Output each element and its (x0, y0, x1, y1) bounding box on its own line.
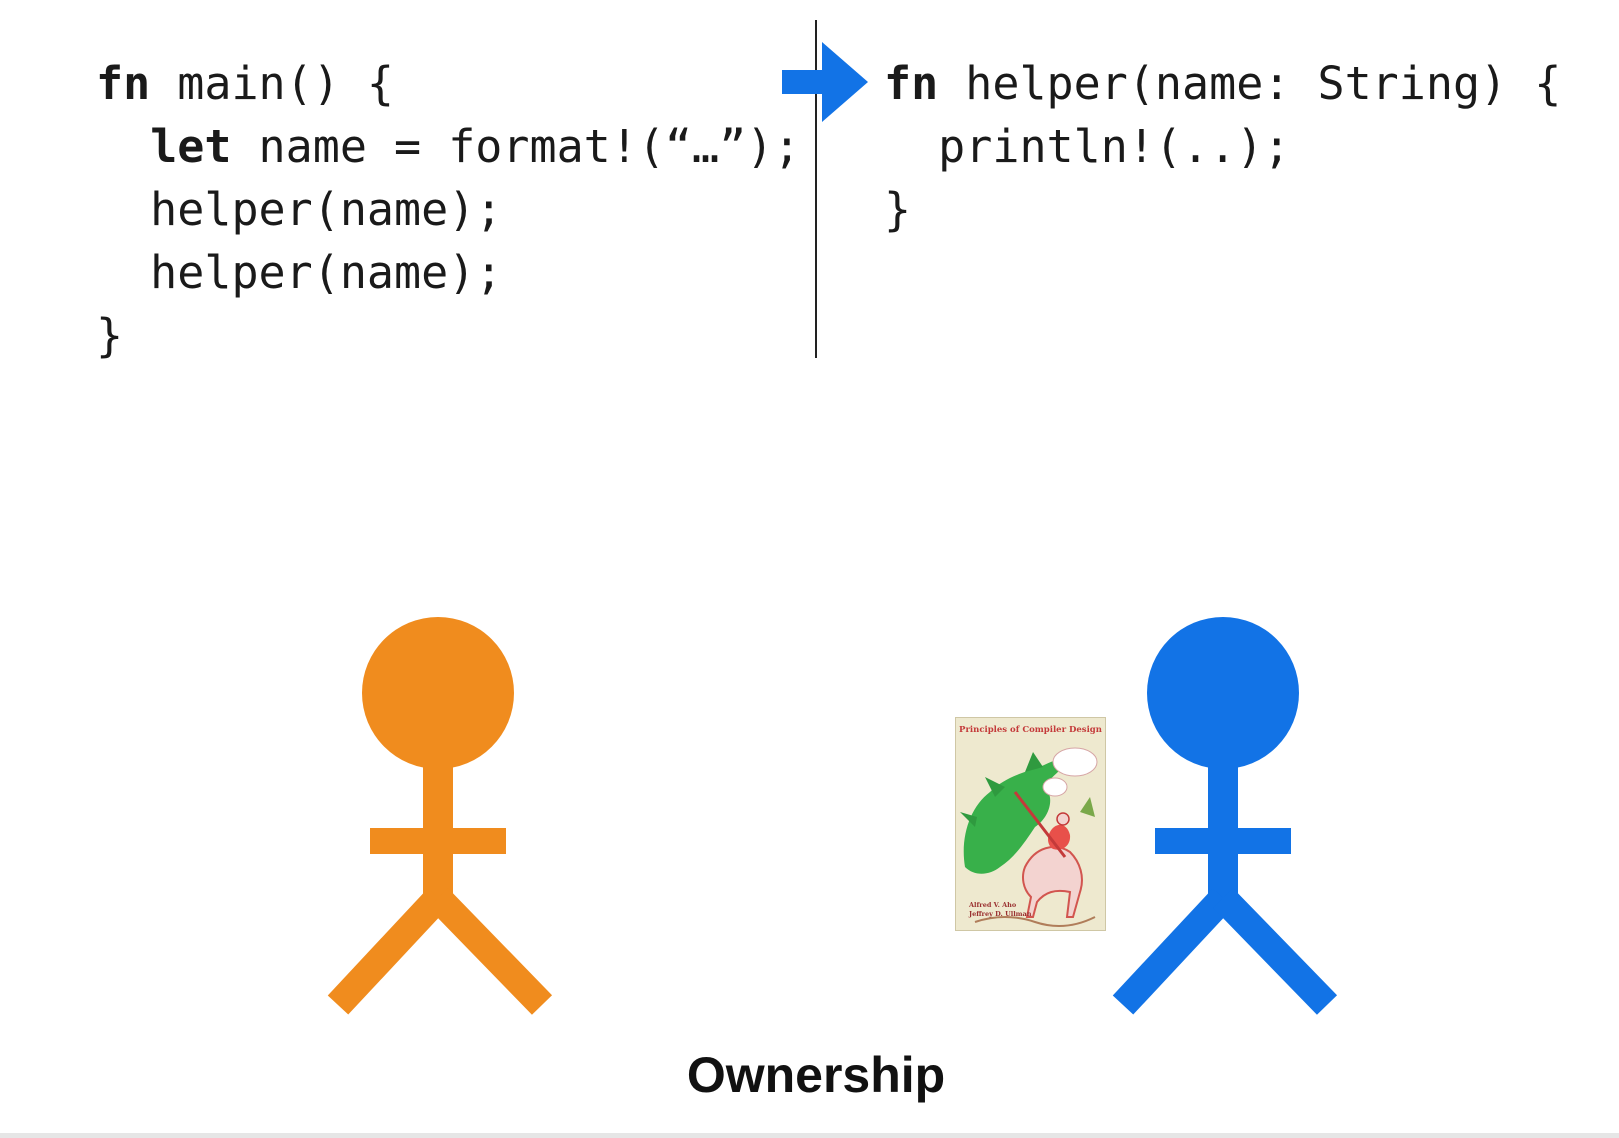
person-receiver-figure (1112, 617, 1338, 1015)
code-main-line: let name = format!(“…”); (96, 115, 800, 178)
book-image: Principles of Compiler Design Alfred V. … (955, 717, 1106, 931)
code-main: fn main() { let name = format!(“…”); hel… (96, 52, 800, 367)
code-text: helper(name: String) { (938, 57, 1562, 110)
code-helper-line: println!(..); (884, 115, 1561, 178)
book-title: Principles of Compiler Design (959, 725, 1102, 735)
code-text: } (96, 309, 124, 362)
book-author-2: Jeffrey D. Ullman (969, 910, 1032, 918)
code-keyword: let (150, 120, 232, 173)
person-owner-figure (327, 617, 553, 1015)
book-author-1: Alfred V. Aho (969, 901, 1017, 909)
code-helper-line: fn helper(name: String) { (884, 52, 1561, 115)
code-keyword: fn (884, 57, 939, 110)
code-text: helper(name); (96, 183, 503, 236)
code-text: helper(name); (96, 246, 503, 299)
code-helper: fn helper(name: String) { println!(..);} (884, 52, 1561, 241)
code-text: name = format!(“…”); (231, 120, 801, 173)
divider-line (815, 20, 817, 358)
code-helper-line: } (884, 178, 1561, 241)
code-text: } (884, 183, 912, 236)
code-keyword: fn (96, 57, 151, 110)
code-main-line: helper(name); (96, 178, 800, 241)
code-main-line: fn main() { (96, 52, 800, 115)
arrow-right-icon (782, 42, 868, 122)
code-text: println!(..); (884, 120, 1291, 173)
code-text: main() { (150, 57, 395, 110)
slide-caption: Ownership (686, 1047, 946, 1103)
code-main-line: helper(name); (96, 241, 800, 304)
code-text (96, 120, 150, 173)
bottom-strip (0, 1133, 1619, 1138)
book-cover-art (955, 717, 1106, 931)
code-main-line: } (96, 304, 800, 367)
